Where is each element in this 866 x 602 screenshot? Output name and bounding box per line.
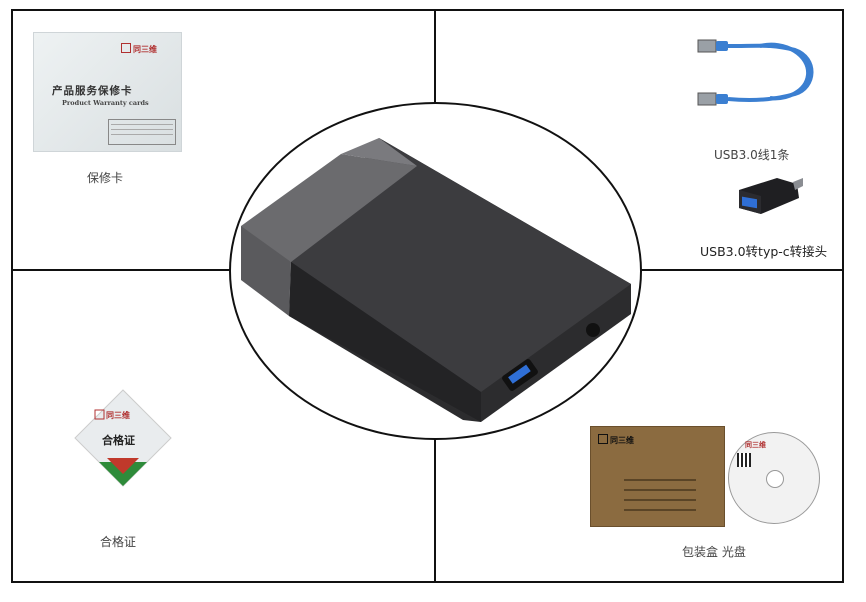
- warranty-info-table: [108, 119, 176, 145]
- hard-drive-enclosure-image: [241, 138, 631, 422]
- divider-horizontal-left: [11, 269, 231, 271]
- disc-qr-code: [737, 453, 751, 467]
- package-feature-list: [624, 479, 696, 519]
- disc-center-hole: [766, 470, 784, 488]
- packaging-box-image: 同三维: [590, 426, 725, 527]
- accessory-layout-frame: [11, 9, 844, 583]
- usb-cable-label: USB3.0线1条: [714, 148, 790, 162]
- certificate-label: 合格证: [100, 535, 137, 549]
- warranty-card-label: 保修卡: [87, 171, 124, 185]
- warranty-card-image: 同三维 产品服务保修卡 Product Warranty cards: [33, 32, 182, 152]
- warranty-card-title: 产品服务保修卡: [52, 85, 133, 97]
- warranty-card-subtitle: Product Warranty cards: [62, 99, 149, 107]
- divider-vertical-bottom: [434, 437, 436, 583]
- certificate-brand-text: 同三维: [106, 411, 130, 420]
- package-brand-logo: 同三维: [598, 434, 634, 446]
- certificate-card-image: 同三维 合格证: [73, 388, 173, 488]
- certificate-card-title: 合格证: [102, 434, 135, 447]
- warranty-brand-logo: 同三维: [121, 43, 157, 55]
- driver-disc-image: 同三维: [728, 432, 820, 524]
- divider-horizontal-right: [640, 269, 844, 271]
- usb-adapter-label: USB3.0转typ-c转接头: [700, 244, 828, 259]
- warranty-brand-text: 同三维: [133, 45, 157, 54]
- box-disc-label: 包装盒 光盘: [682, 545, 746, 559]
- device-spotlight-circle: [229, 102, 642, 440]
- usb-typec-adapter-image: [733, 172, 805, 226]
- disc-brand-text: 同三维: [745, 441, 766, 449]
- divider-vertical-top: [434, 9, 436, 104]
- package-brand-text: 同三维: [610, 436, 634, 445]
- usb-cable-image: [690, 30, 820, 114]
